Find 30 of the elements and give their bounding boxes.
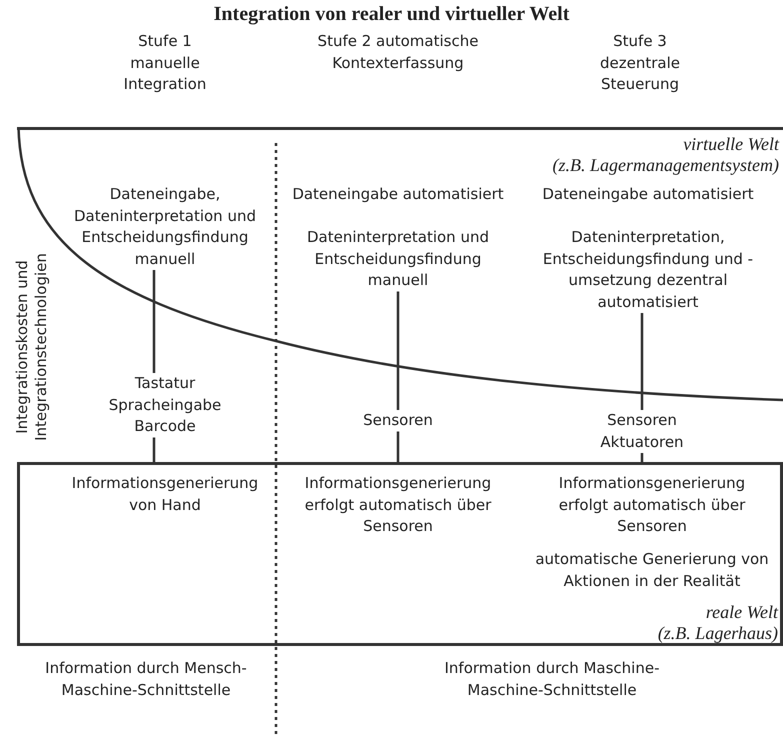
interface-label: Information durch Mensch-Maschine-Schnittstelle: [44, 658, 248, 700]
technology-label: Sensoren Aktuatoren: [590, 410, 694, 453]
technology-label: Sensoren: [353, 410, 443, 432]
stage-heading: Stufe 1 manuelle Integration: [122, 31, 208, 95]
world-label: (z.B. Lagermanagementsystem): [552, 155, 779, 176]
diagram-title: Integration von realer und virtueller Welt: [212, 3, 570, 25]
world-label: (z.B. Lagerhaus): [658, 623, 778, 644]
technology-label: Tastatur Spracheingabe Barcode: [99, 373, 231, 438]
stage-description: Dateneingabe automatisiert: [291, 184, 505, 205]
connector-line: [152, 438, 156, 462]
stage-description: Dateninterpretation und Entscheidungsfindung manuell: [294, 227, 502, 292]
stage-description: Informationsgenerierung erfolgt automatisch über Sensoren: [304, 473, 492, 537]
stage-description: Informationsgenerierung erfolgt automatisch über Sensoren: [558, 473, 746, 537]
real-world-box: [17, 462, 783, 646]
axis-label: Integrationskosten und Integrationstechnologien: [13, 252, 51, 443]
connector-line: [640, 453, 644, 462]
world-label: reale Welt: [706, 602, 778, 623]
stage-description: Informationsgenerierung von Hand: [70, 473, 260, 516]
connector-line: [396, 292, 400, 410]
interface-label: Information durch Maschine-Maschine-Schnittstelle: [443, 658, 660, 700]
stage-heading: Stufe 2 automatische Kontexterfassung: [316, 31, 480, 74]
stage-heading: Stufe 3 dezentrale Steuerung: [599, 31, 681, 95]
connector-line: [152, 270, 156, 373]
connector-line: [640, 313, 644, 410]
stage-description: Dateninterpretation, Entscheidungsfindung und -umsetzung dezentral automatisiert: [535, 227, 761, 313]
stage-description: automatische Generierung von Aktionen in der Realität: [534, 549, 770, 592]
connector-line: [396, 432, 400, 462]
stage-description: Dateneingabe automatisiert: [541, 184, 755, 205]
stage-description: Dateneingabe, Dateninterpretation und Entscheidungsfindung manuell: [61, 184, 269, 270]
world-label: virtuelle Welt: [683, 134, 779, 155]
